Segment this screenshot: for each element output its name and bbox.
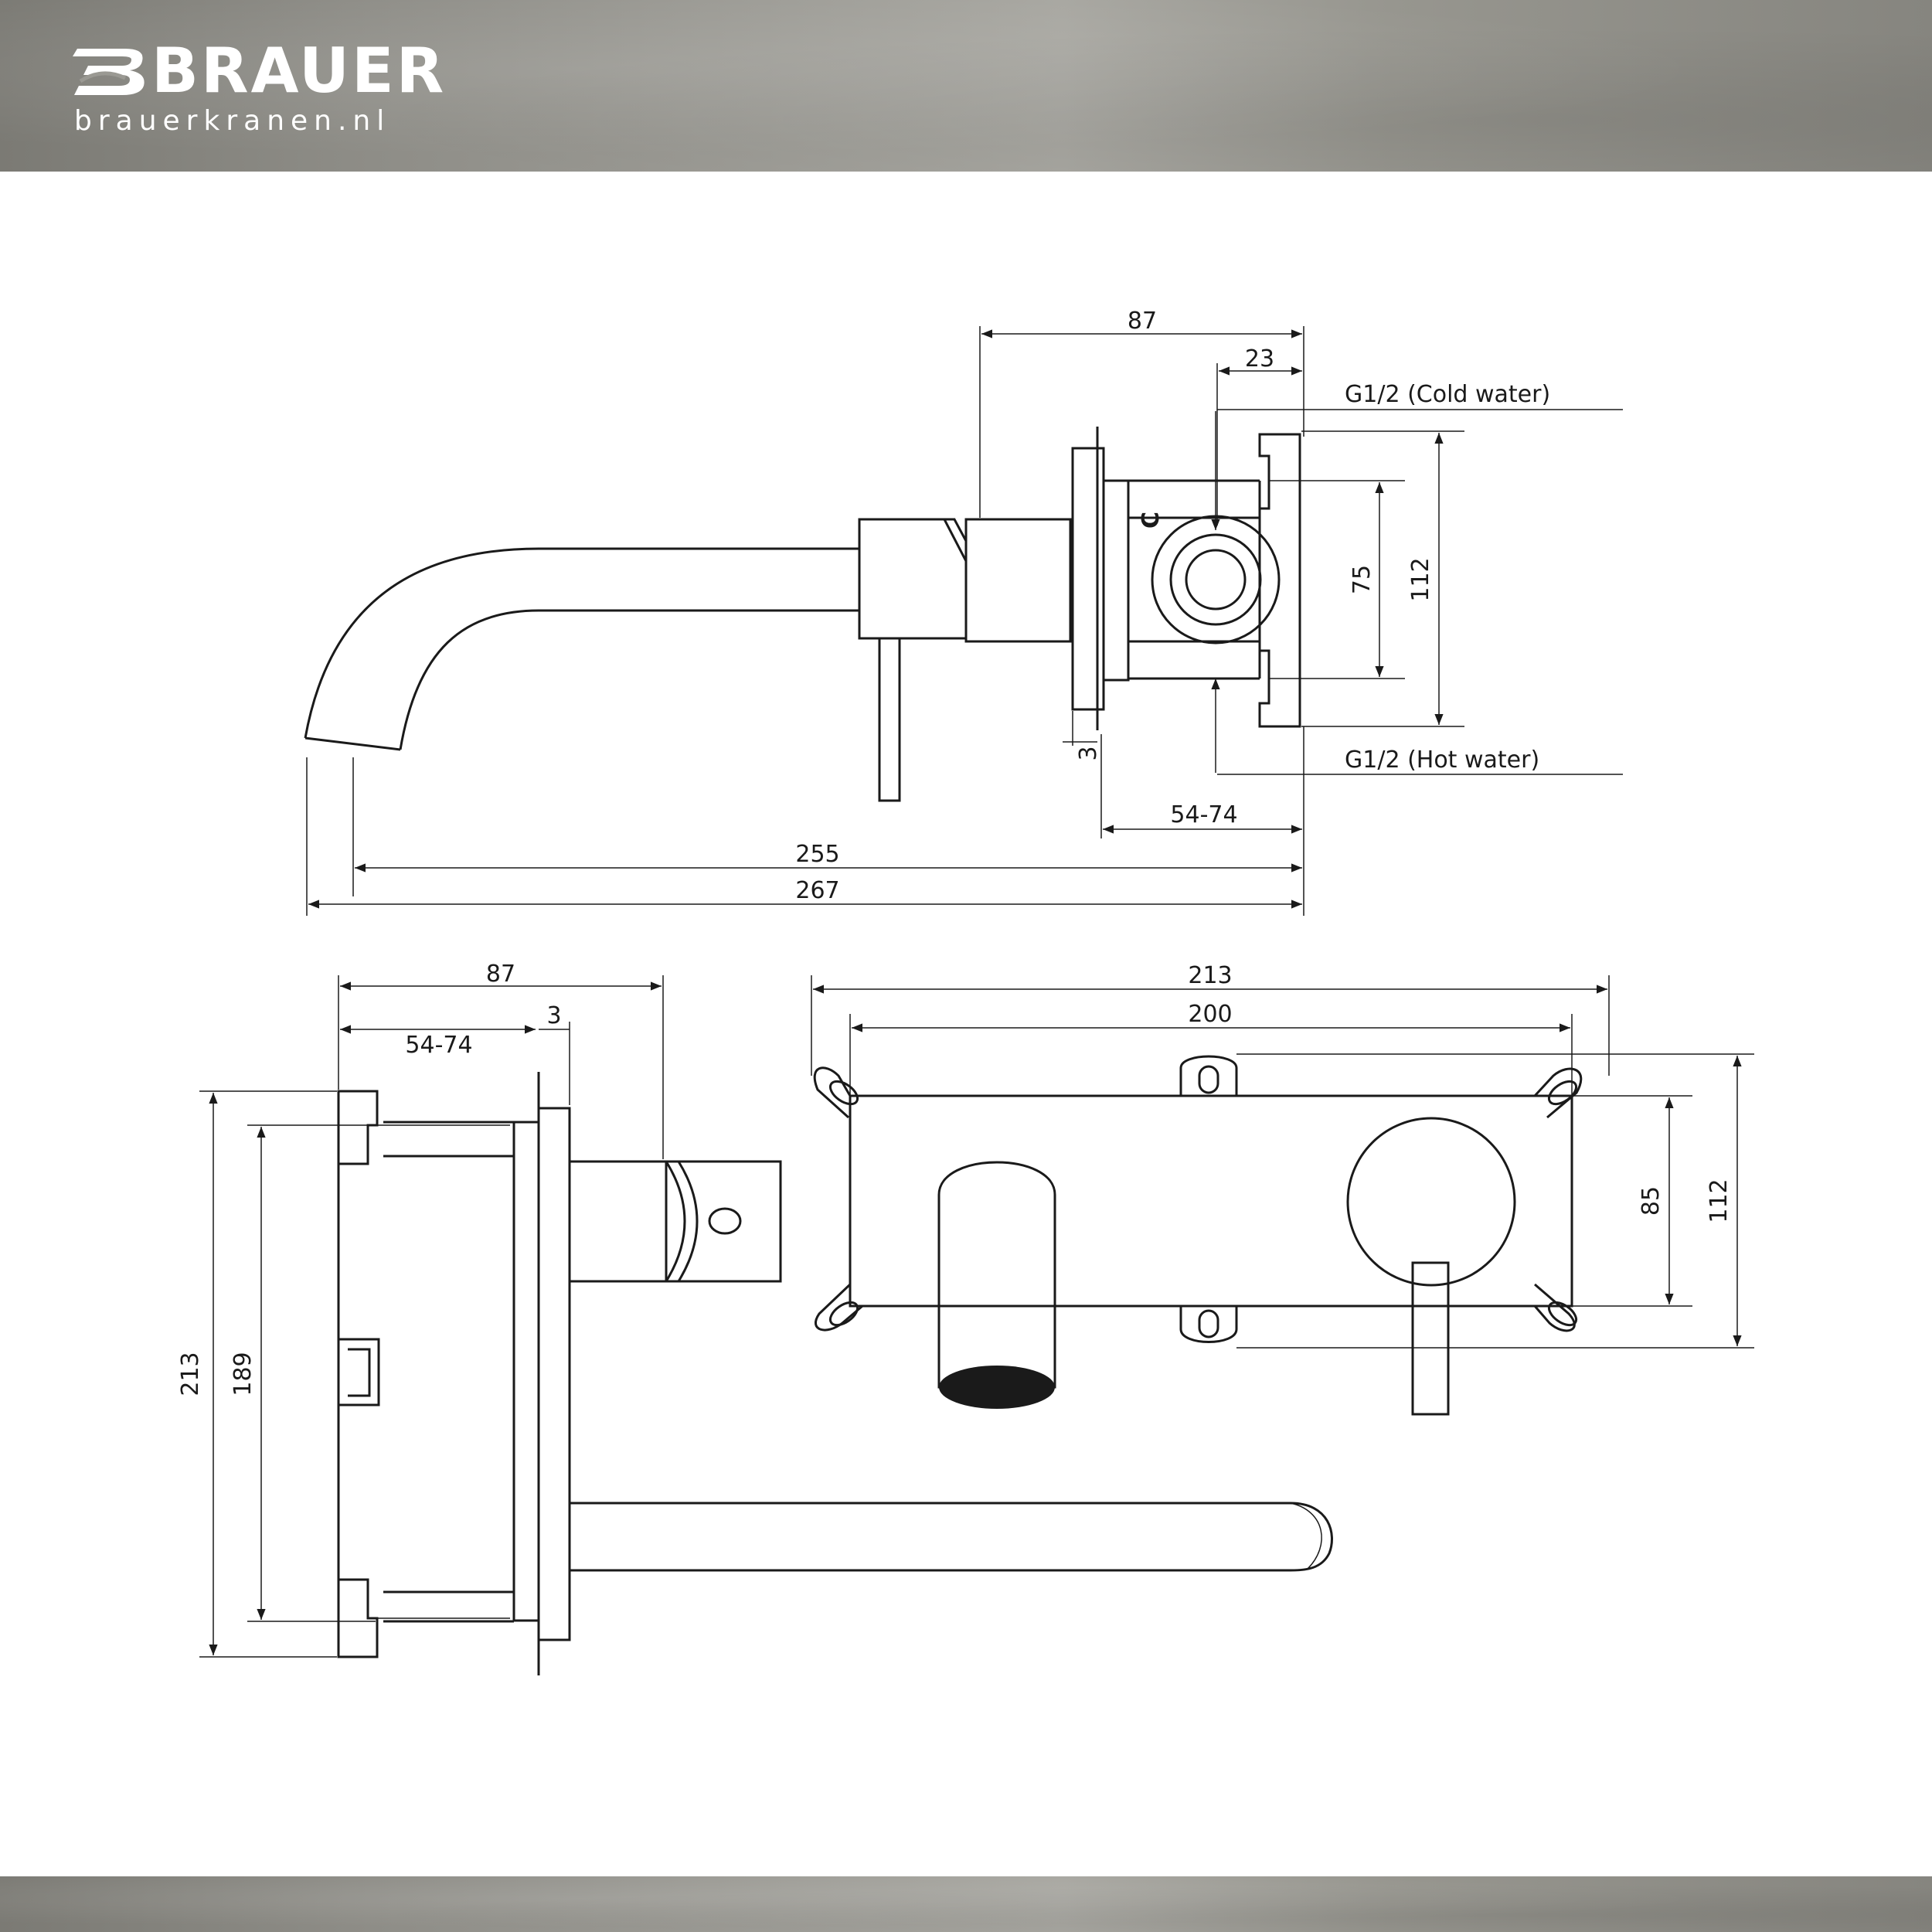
dim-side-112: 112 — [1407, 557, 1434, 601]
front-plate — [849, 1094, 1573, 1308]
dim-top-87: 87 — [486, 961, 515, 988]
dim-top-189: 189 — [230, 1352, 257, 1396]
side-valve-body: C — [1102, 433, 1301, 728]
dim-top-213: 213 — [177, 1352, 204, 1396]
dim-side-23: 23 — [1245, 345, 1274, 372]
brand-url: brauerkranen.nl — [74, 105, 391, 137]
dim-front-112: 112 — [1706, 1179, 1733, 1223]
front-handle — [1346, 1117, 1516, 1416]
dim-side-87: 87 — [1128, 308, 1157, 335]
top-spout — [570, 1502, 1333, 1572]
dim-front-85: 85 — [1638, 1186, 1665, 1216]
top-valve-body — [337, 1090, 514, 1658]
top-handle — [568, 1160, 782, 1283]
dim-side-267: 267 — [795, 877, 839, 904]
top-view: 87 54-74 3 213 189 — [177, 961, 1333, 1675]
dim-side-255: 255 — [795, 841, 839, 868]
brand-logo: BRAUER brauerkranen.nl — [71, 40, 446, 137]
top-wall-plate — [512, 1072, 571, 1675]
front-dimensions: 213 200 85 112 — [811, 962, 1754, 1349]
side-spout — [304, 547, 859, 751]
brand-name: BRAUER — [151, 35, 447, 107]
label-cold-water: G1/2 (Cold water) — [1345, 381, 1550, 408]
dim-front-200: 200 — [1188, 1001, 1232, 1028]
dim-top-3: 3 — [546, 1002, 561, 1029]
side-view: C 87 23 G1/2 (Cold water) G1/2 (Hot wate… — [304, 308, 1623, 916]
brand-mark-icon — [73, 49, 145, 95]
front-spout — [937, 1161, 1056, 1409]
top-dimensions: 87 54-74 3 213 189 — [177, 961, 664, 1658]
side-lever — [878, 637, 901, 802]
label-hot-water: G1/2 (Hot water) — [1345, 747, 1539, 774]
footer-band — [0, 1876, 1932, 1932]
front-mounting-ears — [813, 1055, 1583, 1343]
dim-top-54-74: 54-74 — [405, 1032, 472, 1059]
dim-side-75: 75 — [1349, 565, 1376, 594]
header-band — [0, 0, 1932, 172]
dim-front-213: 213 — [1188, 962, 1232, 989]
cold-marker-label: C — [1138, 512, 1165, 529]
side-wall-plate — [1071, 427, 1105, 730]
side-dimensions: 87 23 G1/2 (Cold water) G1/2 (Hot water)… — [306, 308, 1623, 916]
dim-side-3: 3 — [1075, 746, 1102, 760]
dim-side-54-74: 54-74 — [1170, 801, 1237, 828]
side-handle-body — [858, 518, 1072, 643]
front-view: 213 200 85 112 — [811, 962, 1754, 1416]
